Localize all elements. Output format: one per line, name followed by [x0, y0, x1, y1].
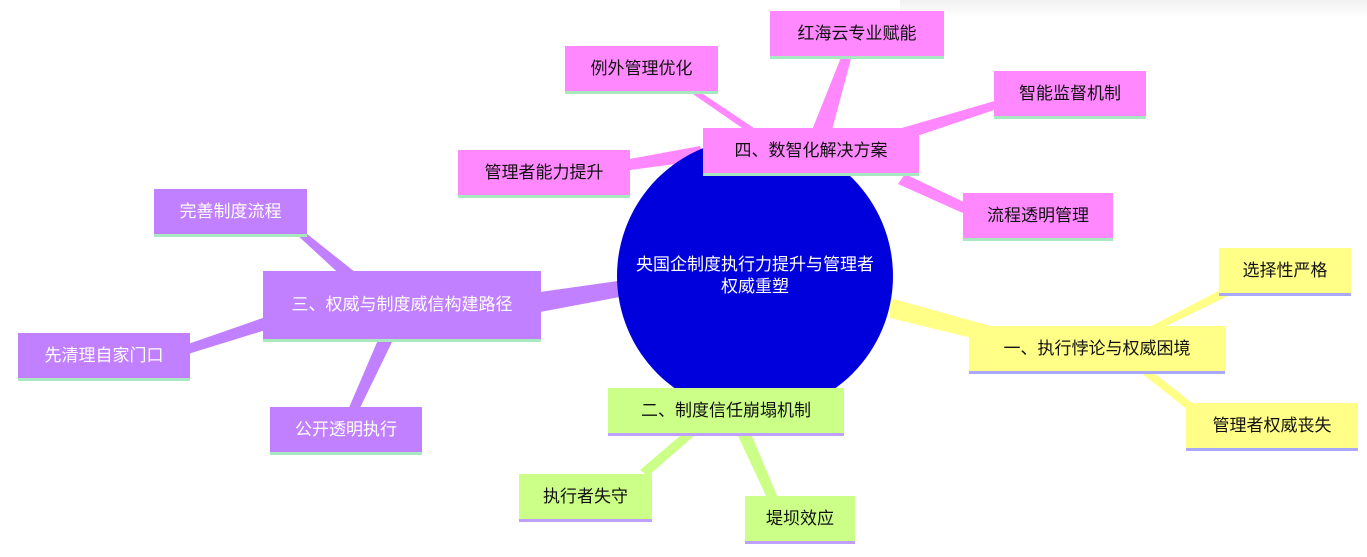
edge-b1-c1: [1140, 286, 1232, 334]
center-node[interactable]: 央国企制度执行力提升与管理者权威重塑: [617, 138, 893, 414]
leaf-label: 选择性严格: [1242, 260, 1328, 281]
branch-3-label: 三、权威与制度威信构建路径: [291, 295, 513, 315]
leaf-node[interactable]: 管理者能力提升: [458, 150, 630, 198]
leaf-label: 管理者权威丧失: [1212, 415, 1332, 436]
branch-node-2[interactable]: 二、制度信任崩塌机制: [608, 388, 844, 436]
edge-b4-c4: [613, 146, 705, 172]
edge-b1-c2: [1140, 370, 1196, 410]
leaf-label: 智能监督机制: [1019, 83, 1121, 104]
leaf-node[interactable]: 流程透明管理: [963, 193, 1113, 241]
leaf-node[interactable]: 选择性严格: [1219, 248, 1351, 296]
edge-b4-c2: [690, 92, 760, 132]
leaf-node[interactable]: 执行者失守: [519, 474, 652, 522]
branch-1-label: 一、执行悖论与权威困境: [1003, 338, 1191, 359]
leaf-node[interactable]: 公开透明执行: [270, 407, 422, 455]
leaf-label: 堤坝效应: [766, 508, 834, 529]
branch-node-4[interactable]: 四、数智化解决方案: [703, 128, 919, 176]
leaf-label: 红海云专业赋能: [797, 23, 917, 44]
leaf-label: 流程透明管理: [987, 205, 1089, 226]
leaf-label: 例外管理优化: [590, 58, 693, 79]
center-title: 央国企制度执行力提升与管理者权威重塑: [636, 255, 874, 297]
edge-b3-c1: [295, 230, 360, 280]
edge-b2-c2: [738, 436, 778, 500]
leaf-label: 完善制度流程: [179, 201, 282, 222]
leaf-label: 执行者失守: [543, 486, 628, 507]
leaf-node[interactable]: 完善制度流程: [154, 189, 307, 237]
leaf-node[interactable]: 堤坝效应: [745, 496, 855, 544]
top-shadow: [900, 0, 1367, 18]
edge-center-b3: [540, 280, 625, 312]
branch-node-1[interactable]: 一、执行悖论与权威困境: [969, 326, 1225, 374]
leaf-node[interactable]: 先清理自家门口: [18, 333, 190, 381]
leaf-label: 管理者能力提升: [484, 162, 604, 183]
leaf-node[interactable]: 智能监督机制: [994, 71, 1146, 119]
edge-b3-c2: [188, 312, 285, 354]
edge-b2-c1: [640, 436, 694, 476]
edge-b4-c1: [812, 55, 852, 130]
edge-b4-c5: [898, 174, 970, 214]
branch-4-label: 四、数智化解决方案: [734, 140, 888, 161]
edge-b3-c3: [348, 340, 392, 412]
leaf-label: 公开透明执行: [295, 419, 397, 440]
branch-2-label: 二、制度信任崩塌机制: [641, 400, 811, 421]
leaf-node[interactable]: 红海云专业赋能: [770, 11, 944, 59]
edge-b4-c3: [895, 100, 1000, 140]
leaf-label: 先清理自家门口: [44, 345, 164, 366]
branch-node-3[interactable]: 三、权威与制度威信构建路径: [263, 271, 541, 342]
leaf-node[interactable]: 管理者权威丧失: [1186, 403, 1358, 451]
leaf-node[interactable]: 例外管理优化: [565, 46, 718, 94]
